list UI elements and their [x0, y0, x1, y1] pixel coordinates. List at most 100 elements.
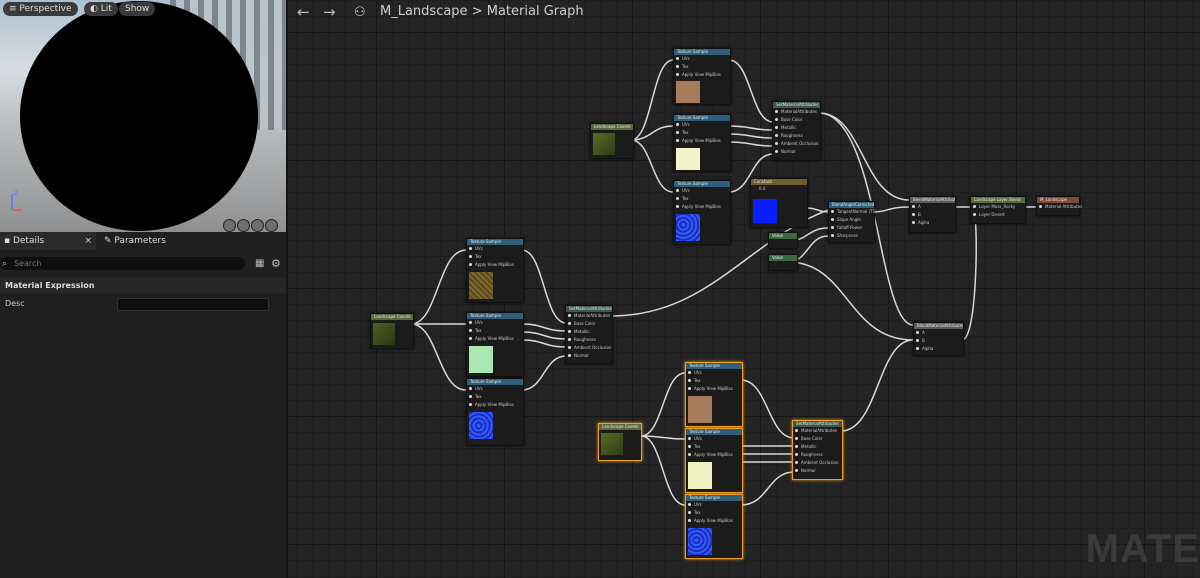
- pin-tex[interactable]: Tex: [686, 377, 742, 385]
- search-input[interactable]: [0, 257, 234, 270]
- pin-slope[interactable]: Slope Angle: [829, 216, 874, 224]
- pin-uvs[interactable]: UVs: [686, 369, 742, 377]
- pin-uvs[interactable]: UVs: [467, 245, 523, 253]
- constant-value[interactable]: 0.0: [751, 185, 807, 193]
- pin-uvs[interactable]: UVs: [686, 435, 742, 443]
- pin-metallic[interactable]: Metallic: [793, 443, 842, 451]
- sphere-shape-icon[interactable]: [237, 219, 250, 232]
- pin-tex[interactable]: Tex: [674, 129, 730, 137]
- pin-b[interactable]: B: [914, 337, 963, 345]
- texture-sample-node[interactable]: Texture Sample UVs Tex Apply View MipBia…: [466, 238, 524, 303]
- pin-mipbias[interactable]: Apply View MipBias: [467, 261, 523, 269]
- pin-uvs[interactable]: UVs: [674, 187, 730, 195]
- texture-sample-node[interactable]: Texture Sample UVs Tex Apply View MipBia…: [673, 48, 731, 105]
- section-header[interactable]: Material Expression: [0, 278, 286, 293]
- pin-mipbias[interactable]: Apply View MipBias: [674, 71, 730, 79]
- pin-roughness[interactable]: Roughness: [793, 451, 842, 459]
- blend-normals-node[interactable]: BlendAngleCorrectedNormals TangentNormal…: [828, 201, 877, 243]
- texture-sample-node[interactable]: Texture Sample UVs Tex Apply View MipBia…: [673, 114, 731, 172]
- pin-uvs[interactable]: UVs: [686, 501, 742, 509]
- pin-sharpness[interactable]: Sharpness: [829, 232, 874, 240]
- pin-a[interactable]: A: [914, 329, 963, 337]
- pin-roughness[interactable]: Roughness: [773, 132, 820, 140]
- pin-normal[interactable]: Normal: [566, 352, 612, 360]
- set-material-attributes-node[interactable]: SetMaterialAttributes MaterialAttributes…: [792, 420, 843, 480]
- pin-metallic[interactable]: Metallic: [773, 124, 820, 132]
- pin-mipbias[interactable]: Apply View MipBias: [674, 203, 730, 211]
- pin-mipbias[interactable]: Apply View MipBias: [467, 401, 523, 409]
- cylinder-shape-icon[interactable]: [223, 219, 236, 232]
- texture-sample-node[interactable]: Texture Sample UVs Tex Apply View MipBia…: [685, 494, 743, 559]
- blend-material-attributes-node[interactable]: BlendMaterialAttributes A B Alpha: [909, 196, 956, 233]
- pin-roughness[interactable]: Roughness: [566, 336, 612, 344]
- pin-normal[interactable]: Normal: [793, 467, 842, 475]
- set-material-attributes-node[interactable]: SetMaterialAttributes MaterialAttributes…: [565, 305, 613, 364]
- landscape-coords-node[interactable]: Landscape Coords: [370, 313, 414, 349]
- texture-sample-node[interactable]: Texture Sample UVs Tex Apply View MipBia…: [685, 428, 743, 493]
- pin-alpha[interactable]: Alpha: [910, 219, 955, 227]
- pin-material-attributes-output[interactable]: Material Attributes: [1037, 203, 1082, 211]
- pin-falloff[interactable]: Falloff Power: [829, 224, 874, 232]
- pin-normal[interactable]: Normal: [773, 148, 820, 156]
- pin-uvs[interactable]: UVs: [467, 385, 523, 393]
- breadcrumb-page[interactable]: Material Graph: [486, 4, 584, 19]
- desc-field[interactable]: [117, 298, 269, 311]
- pin-tex[interactable]: Tex: [686, 509, 742, 517]
- pin-material-attributes[interactable]: MaterialAttributes: [773, 108, 820, 116]
- show-button[interactable]: Show: [119, 2, 156, 16]
- material-preview-viewport[interactable]: ≡ Perspective ◐ Lit Show Z: [0, 0, 286, 232]
- texture-sample-node[interactable]: Texture Sample UVs Tex Apply View MipBia…: [673, 180, 731, 245]
- texture-sample-node[interactable]: Texture Sample UVs Tex Apply View MipBia…: [466, 378, 524, 446]
- constant-node[interactable]: Constant 0.0: [750, 178, 808, 228]
- cube-shape-icon[interactable]: [265, 219, 278, 232]
- pin-uvs[interactable]: UVs: [674, 55, 730, 63]
- tab-parameters[interactable]: ✎ Parameters: [100, 232, 286, 250]
- pin-tex[interactable]: Tex: [674, 195, 730, 203]
- blend-material-attributes-node[interactable]: BlendMaterialAttributes A B Alpha: [913, 322, 964, 356]
- close-icon[interactable]: ×: [84, 236, 92, 246]
- pin-mipbias[interactable]: Apply View MipBias: [674, 137, 730, 145]
- texture-sample-node[interactable]: Texture Sample UVs Tex Apply View MipBia…: [466, 312, 524, 377]
- pin-uvs[interactable]: UVs: [467, 319, 523, 327]
- landscape-coords-node[interactable]: Landscape Coords: [598, 423, 642, 461]
- grid-view-icon[interactable]: ▦: [255, 258, 265, 269]
- texture-sample-node[interactable]: Texture Sample UVs Tex Apply View MipBia…: [685, 362, 743, 427]
- scalar-parameter-node[interactable]: Value: [768, 254, 798, 271]
- pin-tex[interactable]: Tex: [686, 443, 742, 451]
- set-material-attributes-node[interactable]: SetMaterialAttributes MaterialAttributes…: [772, 101, 821, 161]
- material-graph-canvas[interactable]: ← → ⚇ M_Landscape > Material Graph: [288, 0, 1200, 578]
- forward-arrow-icon[interactable]: →: [323, 3, 336, 21]
- pin-tex[interactable]: Tex: [467, 253, 523, 261]
- lit-button[interactable]: ◐ Lit: [84, 2, 118, 16]
- back-arrow-icon[interactable]: ←: [297, 3, 310, 21]
- gear-icon[interactable]: ⚙: [271, 257, 281, 270]
- pin-tex[interactable]: Tex: [467, 393, 523, 401]
- perspective-button[interactable]: ≡ Perspective: [3, 2, 78, 16]
- pin-ao[interactable]: Ambient Occlusion: [773, 140, 820, 148]
- pin-mipbias[interactable]: Apply View MipBias: [686, 517, 742, 525]
- pin-layer-moss[interactable]: Layer Moss_Rocky: [971, 203, 1025, 211]
- pin-base-color[interactable]: Base Color: [793, 435, 842, 443]
- pin-ao[interactable]: Ambient Occlusion: [566, 344, 612, 352]
- pin-tex[interactable]: Tex: [467, 327, 523, 335]
- pin-base-color[interactable]: Base Color: [566, 320, 612, 328]
- pin-metallic[interactable]: Metallic: [566, 328, 612, 336]
- landscape-coords-node[interactable]: Landscape Coords: [590, 123, 634, 159]
- plane-shape-icon[interactable]: [251, 219, 264, 232]
- breadcrumb-asset[interactable]: M_Landscape: [380, 4, 468, 19]
- landscape-layer-blend-node[interactable]: Landscape Layer Blend Layer Moss_Rocky L…: [970, 196, 1026, 224]
- search-field[interactable]: ⌕: [0, 257, 245, 270]
- scalar-parameter-node[interactable]: Value: [768, 232, 798, 249]
- pin-base-color[interactable]: Base Color: [773, 116, 820, 124]
- pin-a[interactable]: A: [910, 203, 955, 211]
- pin-ao[interactable]: Ambient Occlusion: [793, 459, 842, 467]
- pin-mipbias[interactable]: Apply View MipBias: [686, 451, 742, 459]
- pin-alpha[interactable]: Alpha: [914, 345, 963, 353]
- tab-details[interactable]: ▪ Details ×: [0, 232, 96, 250]
- pin-material-attributes[interactable]: MaterialAttributes: [566, 312, 612, 320]
- pin-b[interactable]: B: [910, 211, 955, 219]
- pin-material-attributes[interactable]: MaterialAttributes: [793, 427, 842, 435]
- pin-tangent-normal[interactable]: TangentNormal (TS): [829, 208, 877, 216]
- pin-mipbias[interactable]: Apply View MipBias: [686, 385, 742, 393]
- pin-layer-desert[interactable]: Layer Desert: [971, 211, 1025, 219]
